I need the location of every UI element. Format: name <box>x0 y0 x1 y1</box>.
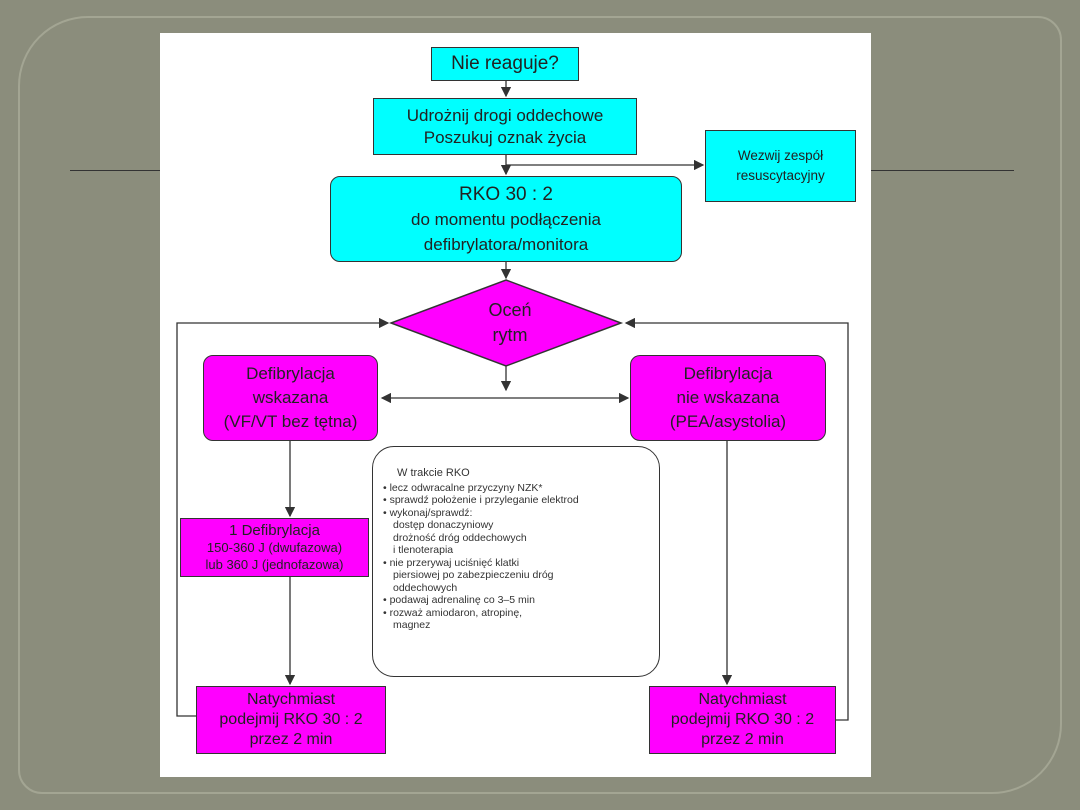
title-rule-left <box>70 170 160 171</box>
during-cpr-text: wykonaj/sprawdź: <box>389 506 473 519</box>
during-cpr-item: • nie przerywaj uciśnięć klatki <box>383 556 520 569</box>
during-cpr-box: W trakcie RKO • lecz odwracalne przyczyn… <box>372 446 660 677</box>
shockable-line-1: Defibrylacja <box>246 364 335 383</box>
during-cpr-item: • wykonaj/sprawdź: <box>383 506 473 519</box>
during-cpr-title: W trakcie RKO <box>397 467 470 479</box>
resume-right-line-2: podejmij RKO 30 : 2 <box>670 711 815 728</box>
during-cpr-subitem: oddechowych <box>393 581 458 594</box>
during-cpr-subitem: dostęp donaczyniowy <box>393 519 494 531</box>
non-shockable-line-1: Defibrylacja <box>683 364 773 383</box>
during-cpr-item: • lecz odwracalne przyczyny NZK* <box>383 481 543 494</box>
slide-frame <box>18 16 1062 794</box>
during-cpr-text: rozważ amiodaron, atropinę, <box>389 606 523 619</box>
during-cpr-text: podawaj adrenalinę co 3–5 min <box>389 594 535 606</box>
resume-left-line-1: Natychmiast <box>246 691 336 708</box>
during-cpr-item: • rozważ amiodaron, atropinę, <box>383 606 523 619</box>
resume-right-line-1: Natychmiast <box>698 691 787 708</box>
during-cpr-subitem: piersiowej po zabezpieczeniu dróg <box>393 569 554 581</box>
non-shockable-line-3: (PEA/asystolia) <box>669 412 787 431</box>
cpr-line-1: RKO 30 : 2 <box>459 183 553 205</box>
during-cpr-text: nie przerywaj uciśnięć klatki <box>389 556 520 569</box>
shock-node: 1 Defibrylacja 150-360 J (dwufazowa) lub… <box>180 518 369 577</box>
call-team-line-2: resuscytacyjny <box>736 168 825 183</box>
assess-line-2: rytm <box>492 325 528 345</box>
airway-line-1: Udrożnij drogi oddechowe <box>406 105 604 125</box>
during-cpr-item: • sprawdź położenie i przyleganie elektr… <box>383 494 579 506</box>
during-cpr-text: lecz odwracalne przyczyny NZK* <box>389 481 543 494</box>
during-cpr-subitem: drożność dróg oddechowych <box>393 531 527 544</box>
call-team-line-1: Wezwij zespół <box>737 148 824 163</box>
resume-left-line-2: podejmij RKO 30 : 2 <box>219 711 363 728</box>
shockable-line-3: (VF/VT bez tętna) <box>223 412 358 431</box>
cpr-line-3: defibrylatora/monitora <box>423 234 589 254</box>
start-node: Nie reaguje? <box>431 47 579 81</box>
during-cpr-item: • podawaj adrenalinę co 3–5 min <box>383 594 535 606</box>
shockable-node: Defibrylacja wskazana (VF/VT bez tętna) <box>203 355 378 441</box>
non-shockable-node: Defibrylacja nie wskazana (PEA/asystolia… <box>630 355 826 441</box>
during-cpr-text: sprawdź położenie i przyleganie elektrod <box>389 494 579 506</box>
resume-right-line-3: przez 2 min <box>701 731 784 748</box>
shock-line-1: 1 Defibrylacja <box>229 522 320 539</box>
airway-line-2: Poszukuj oznak życia <box>423 127 587 147</box>
assess-rhythm-label: Oceń rytm <box>466 298 554 348</box>
start-node-label: Nie reaguje? <box>451 53 559 74</box>
call-team-node: Wezwij zespół resuscytacyjny <box>705 130 856 202</box>
assess-line-1: Oceń <box>488 300 532 320</box>
loop-left <box>176 317 390 717</box>
shock-line-3: lub 360 J (jednofazowa) <box>205 557 344 572</box>
shock-line-2: 150-360 J (dwufazowa) <box>206 540 343 555</box>
assess-rhythm-diamond <box>388 279 624 367</box>
airway-node: Udrożnij drogi oddechowe Poszukuj oznak … <box>373 98 637 155</box>
resume-cpr-left-node: Natychmiast podejmij RKO 30 : 2 przez 2 … <box>196 686 386 754</box>
resume-left-line-3: przez 2 min <box>249 731 333 748</box>
cpr-line-2: do momentu podłączenia <box>411 209 601 229</box>
during-cpr-subitem: i tlenoterapia <box>393 544 454 556</box>
title-rule-right <box>871 170 1014 171</box>
loop-right <box>624 317 849 721</box>
during-cpr-subitem: magnez <box>393 619 431 631</box>
shockable-line-2: wskazana <box>252 388 329 407</box>
cpr-node: RKO 30 : 2 do momentu podłączenia defibr… <box>330 176 682 262</box>
non-shockable-line-2: nie wskazana <box>676 388 780 407</box>
resume-cpr-right-node: Natychmiast podejmij RKO 30 : 2 przez 2 … <box>649 686 836 754</box>
